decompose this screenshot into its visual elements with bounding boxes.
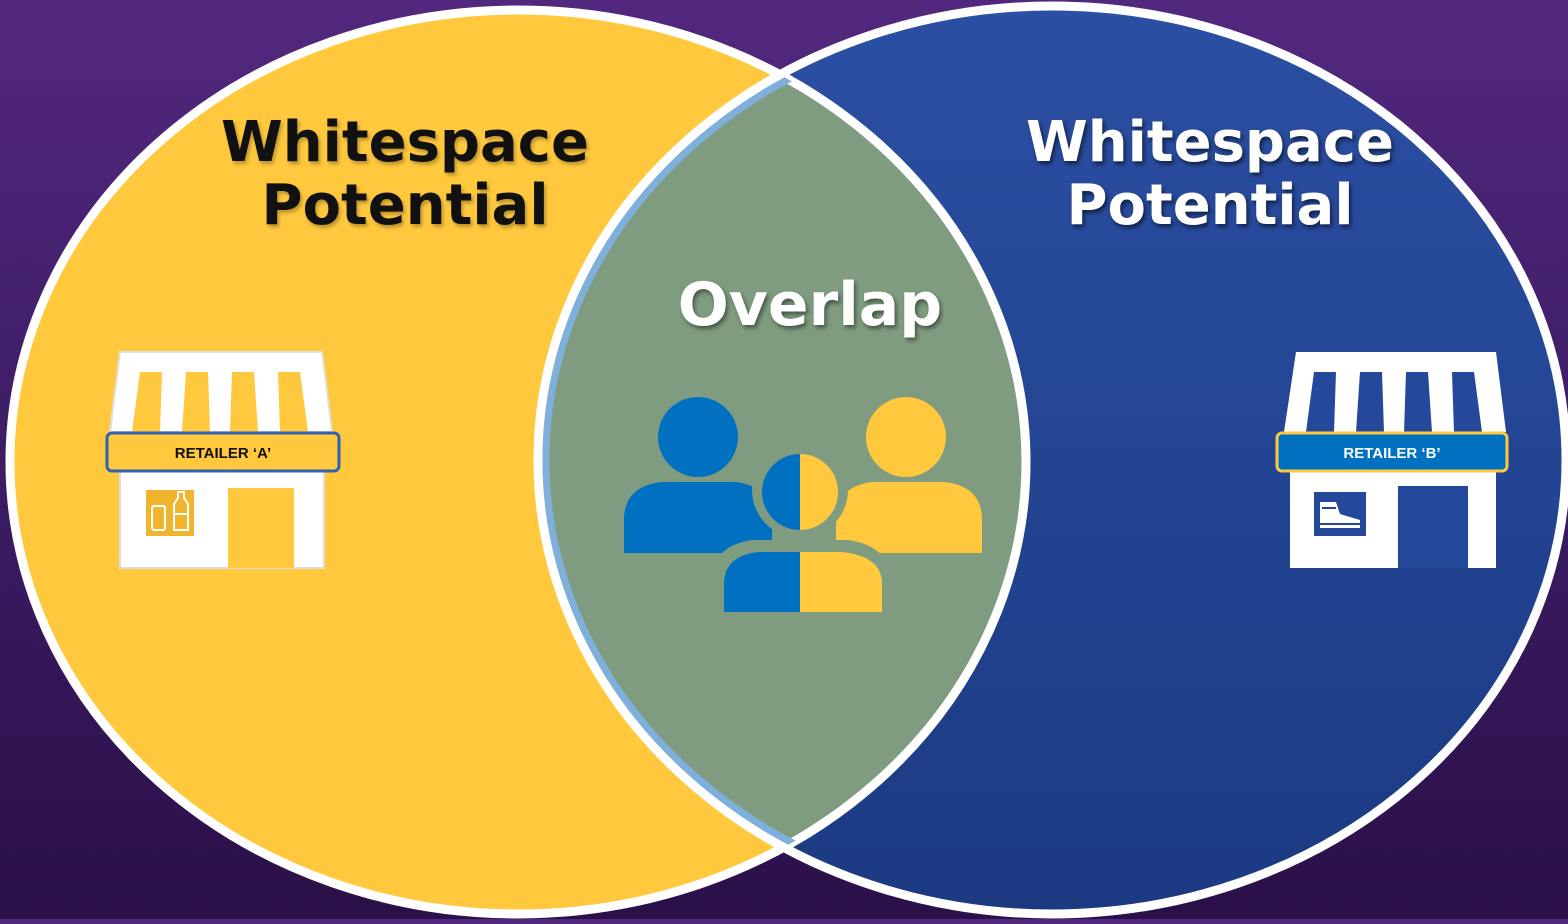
beverages-icon [146,490,194,536]
left-set-title-line1: Whitespace [221,110,589,175]
retailer-a-store: RETAILER ‘A’ [105,351,341,569]
left-set-title: Whitespace Potential [190,110,620,238]
people-group-icon [624,397,982,620]
left-set-outline [5,5,1031,919]
retailer-a-sign-label: RETAILER ‘A’ [175,445,271,462]
right-set-title-line1: Whitespace [1026,110,1394,175]
retailer-b-sign-label: RETAILER ‘B’ [1343,445,1440,462]
retailer-b-store: RETAILER ‘B’ [1275,352,1509,568]
right-set-title: Whitespace Potential [990,110,1430,238]
left-set-title-line2: Potential [261,172,549,238]
overlap-title: Overlap [677,270,943,340]
right-set-outline [533,1,1568,919]
retailer-b-sign [1275,431,1509,473]
shoe-icon [1314,492,1366,536]
retailer-a-sign [105,431,341,473]
right-set-title-line2: Potential [1066,172,1354,238]
store-icon [108,351,334,569]
overlap-highlight-arc [542,10,1026,910]
overlap-region [538,10,1026,914]
